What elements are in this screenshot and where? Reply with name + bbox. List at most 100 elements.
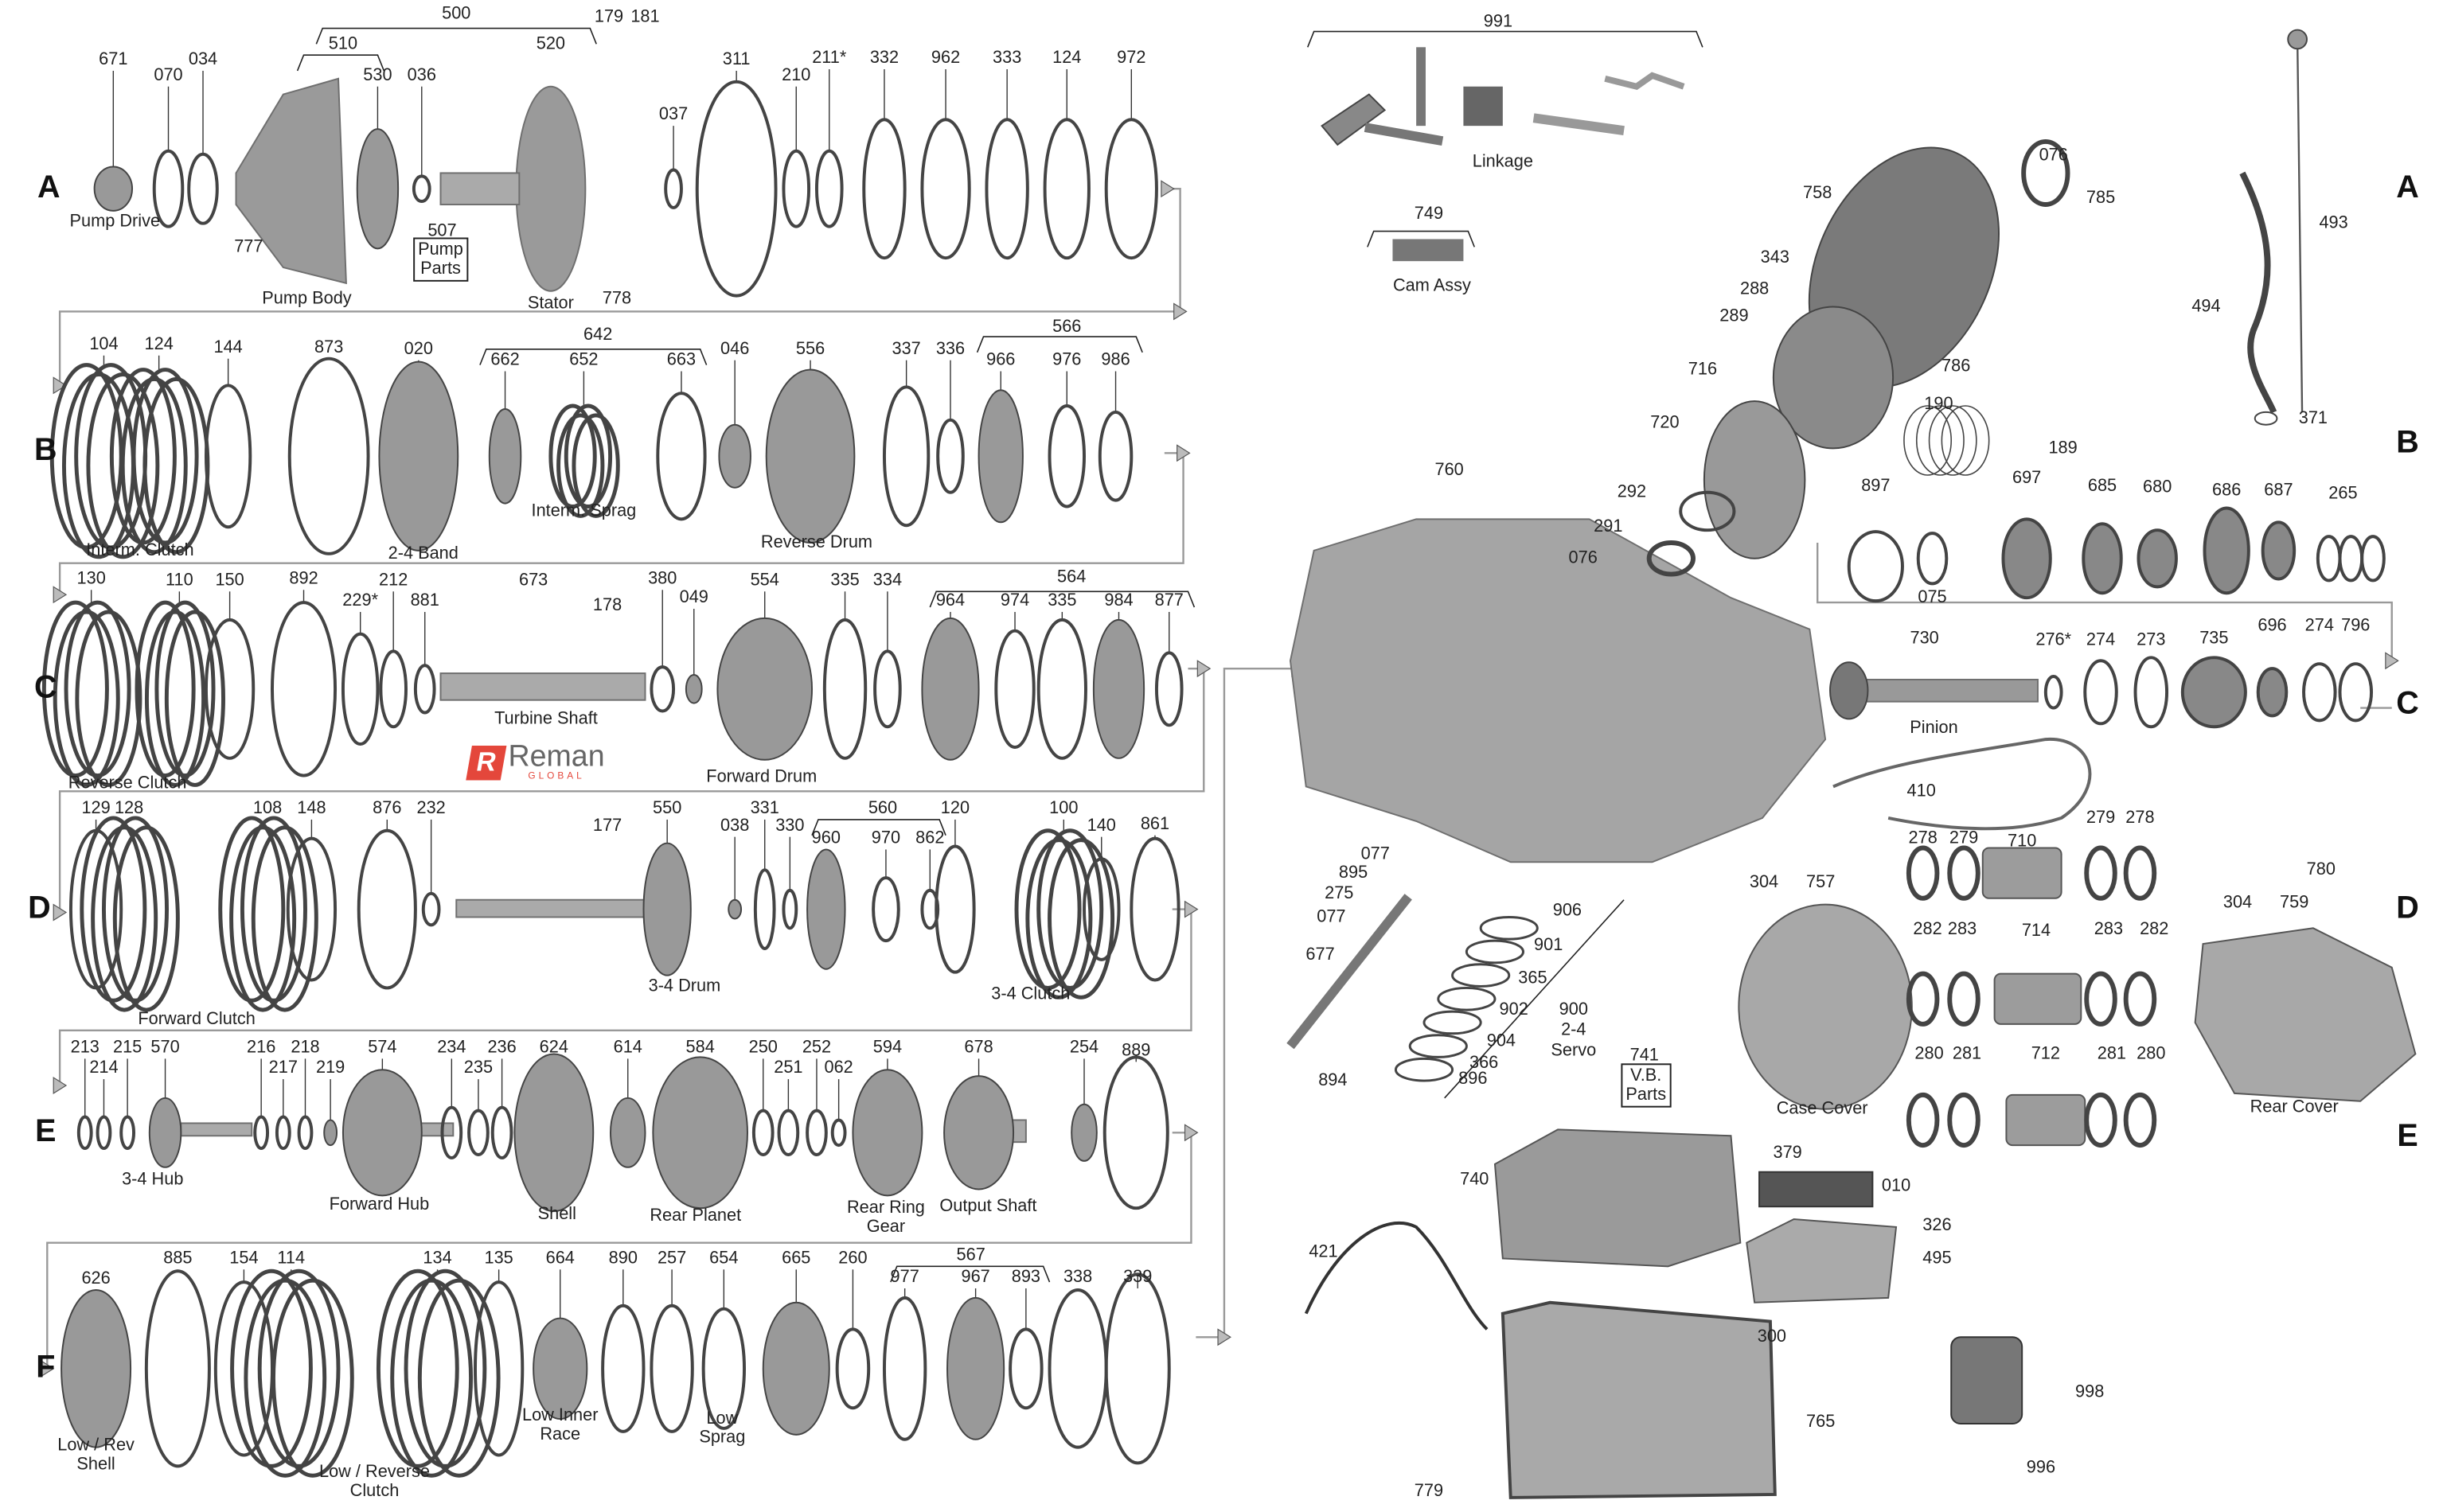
clutch-pack xyxy=(164,610,225,787)
ring-shape xyxy=(413,664,436,715)
logo-name: Reman xyxy=(508,741,605,774)
pinion-gear xyxy=(1829,661,1869,720)
clutch-pack xyxy=(1014,828,1082,990)
callout-right: 366 xyxy=(1469,1054,1499,1074)
part-shape xyxy=(946,1296,1005,1440)
clutch-pack xyxy=(218,816,286,1003)
callout-row-f: 885 xyxy=(163,1249,193,1268)
part-shape xyxy=(378,360,459,551)
row-letter-right: D xyxy=(2396,890,2419,926)
callout-row-b: 336 xyxy=(935,339,966,359)
callout-right: 190 xyxy=(1924,395,1953,414)
ring-shape xyxy=(650,665,676,713)
callout-row-a: 778 xyxy=(602,289,632,309)
callout-right: 697 xyxy=(2012,469,2042,488)
callout-right: 494 xyxy=(2191,297,2221,317)
linkage-part xyxy=(1604,72,1685,90)
callout-right: 279 xyxy=(2086,809,2116,828)
linkage-rod xyxy=(1532,113,1625,136)
part-shape xyxy=(2256,667,2289,718)
group-bracket xyxy=(976,336,1143,353)
ring-shape xyxy=(412,174,431,204)
callout-right: 730 xyxy=(1910,629,1939,649)
servo-part xyxy=(1465,939,1525,964)
callout-row-b: 144 xyxy=(213,338,243,357)
bearing xyxy=(1906,845,1940,901)
callout-row-b: 020 xyxy=(404,339,433,359)
caption-row-d: Forward Clutch xyxy=(138,1010,256,1029)
hub-shaft xyxy=(180,1122,253,1137)
caption-row-a: Pump Body xyxy=(262,289,352,309)
callout-right: 780 xyxy=(2306,860,2336,880)
bearing xyxy=(2123,1092,2157,1148)
case-cover xyxy=(1738,903,1913,1110)
callout-right: 714 xyxy=(2021,922,2051,941)
caption-row-e: 3-4 Hub xyxy=(122,1170,184,1190)
spring xyxy=(1928,405,1977,476)
ring-shape xyxy=(1847,530,1904,603)
clutch-pack xyxy=(86,372,160,559)
ring-shape xyxy=(777,1109,800,1156)
group-bracket xyxy=(1367,230,1475,247)
ring-shape xyxy=(782,888,798,930)
callout-row-b: 986 xyxy=(1101,350,1130,370)
part-shape xyxy=(1071,1103,1098,1162)
clutch-pack xyxy=(53,610,120,787)
caption-row-e: Output Shaft xyxy=(939,1197,1037,1217)
callout-row-a: 962 xyxy=(931,49,961,68)
callout-row-b: 873 xyxy=(314,338,344,357)
part-shape xyxy=(356,128,400,250)
bearing xyxy=(2123,845,2157,901)
callout-row-e: 254 xyxy=(1069,1038,1099,1058)
callout-row-c: 380 xyxy=(648,569,677,589)
ring-shape xyxy=(882,385,931,528)
clutch-pack xyxy=(1036,828,1104,990)
callout-right: 687 xyxy=(2264,481,2293,501)
transmission-case xyxy=(1289,518,1827,863)
part-shape xyxy=(2261,520,2297,581)
reman-logo: R Reman GLOBAL xyxy=(466,741,605,781)
part-shape xyxy=(513,1053,595,1213)
clutch-pack xyxy=(41,600,109,778)
gear xyxy=(1993,972,2082,1025)
callout-row-d: 148 xyxy=(297,799,326,818)
callout-row-d: 108 xyxy=(252,799,283,818)
callout-right: 2-4 xyxy=(1561,1020,1586,1040)
group-bracket xyxy=(929,590,1196,608)
ring-shape xyxy=(920,118,971,260)
ring-shape xyxy=(2043,675,2063,710)
callout-row-e: 234 xyxy=(437,1038,466,1058)
servo-part xyxy=(1394,1057,1454,1082)
part-shape xyxy=(716,617,814,761)
ring-shape xyxy=(144,1269,211,1468)
callout-right: 741 xyxy=(1629,1046,1659,1066)
row-letter-right: A xyxy=(2396,170,2419,205)
ring-shape xyxy=(985,118,1029,260)
callout-row-e: 214 xyxy=(89,1058,119,1078)
callout-row-c: 877 xyxy=(1154,591,1184,610)
clutch-pack xyxy=(91,825,158,1012)
callout-right: 371 xyxy=(2298,408,2328,428)
clutch-pack xyxy=(390,1278,474,1478)
clutch-pack xyxy=(417,1278,501,1478)
callout-right: 282 xyxy=(1913,920,1942,940)
callout-row-f: 154 xyxy=(229,1249,259,1268)
ring-shape xyxy=(994,629,1036,749)
callout-row-e: 889 xyxy=(1122,1041,1151,1061)
caption-right: Cam Assy xyxy=(1392,276,1471,296)
ring-shape xyxy=(1048,404,1086,509)
clutch-pack xyxy=(112,825,180,1012)
callout-row-f: 260 xyxy=(838,1249,868,1268)
callout-row-a: 530 xyxy=(363,66,392,85)
callout-right: 265 xyxy=(2328,484,2358,504)
clutch-pack xyxy=(75,610,142,787)
caption-row-e: Rear Planet xyxy=(650,1206,742,1226)
callout-row-d: 331 xyxy=(750,799,779,818)
ring-shape xyxy=(119,1115,136,1151)
callout-row-f: 339 xyxy=(1123,1268,1153,1288)
servo-part xyxy=(1451,963,1511,988)
part-shape xyxy=(148,1097,182,1168)
callout-right: 716 xyxy=(1688,360,1718,380)
flow-arrow-icon xyxy=(1184,900,1199,918)
callout-right: 326 xyxy=(1922,1216,1952,1235)
